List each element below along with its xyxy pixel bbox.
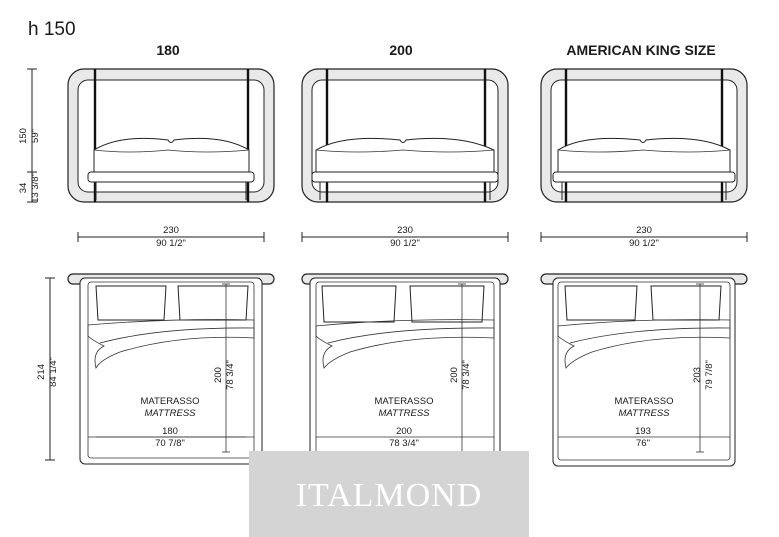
height-seat-in: 13 3/8"	[30, 173, 41, 203]
width-in: 90 1/2"	[390, 238, 420, 249]
front-view	[301, 68, 509, 203]
mattress-label-it: MATERASSO	[375, 396, 434, 407]
front-width-dimension: 230 90 1/2"	[540, 225, 748, 249]
depth-cm: 214	[36, 364, 47, 380]
mattress-length-cm: 203	[692, 367, 703, 383]
plan-view: MATERASSO MATTRESS 200 78 3/4" 200 78 3/…	[301, 273, 509, 467]
drawing-title: h 150	[28, 19, 76, 40]
plan-depth-dimension: 214 84 1/4"	[36, 277, 59, 461]
model-heading: 180	[156, 42, 180, 58]
mattress-width-in: 76"	[636, 438, 650, 449]
model-column-200: 200 230 90 1/2"	[301, 42, 509, 467]
mattress-width-cm: 193	[635, 426, 651, 437]
model-heading: AMERICAN KING SIZE	[566, 42, 715, 58]
mattress-label-it: MATERASSO	[141, 396, 200, 407]
width-cm: 230	[636, 225, 652, 236]
mattress-length-in: 79 7/8"	[704, 360, 715, 390]
watermark-text: ITALMOND	[296, 477, 483, 514]
front-width-dimension: 230 90 1/2"	[301, 225, 509, 249]
mattress-width-in: 70 7/8"	[155, 438, 185, 449]
mattress-width-cm: 180	[162, 426, 178, 437]
model-column-american-king-size: AMERICAN KING SIZE 230 90 1/2"	[540, 42, 748, 467]
mattress-label-it: MATERASSO	[615, 396, 674, 407]
model-heading: 200	[389, 42, 413, 58]
width-cm: 230	[163, 225, 179, 236]
mattress-label-en: MATTRESS	[378, 408, 430, 419]
plan-view: MATERASSO MATTRESS 180 70 7/8" 200 78 3/…	[67, 273, 275, 465]
front-width-dimension: 230 90 1/2"	[77, 225, 265, 249]
depth-in: 84 1/4"	[48, 357, 59, 387]
height-total-cm: 150	[18, 128, 29, 144]
mattress-length-cm: 200	[213, 367, 224, 383]
width-in: 90 1/2"	[156, 238, 186, 249]
mattress-length-in: 78 3/4"	[461, 360, 472, 390]
front-view	[540, 68, 748, 203]
model-column-180: 180 230 90 1/2"	[67, 42, 275, 465]
plan-view: MATERASSO MATTRESS 193 76" 203 79 7/8"	[540, 273, 748, 467]
front-view	[67, 68, 275, 203]
watermark: ITALMOND	[249, 451, 529, 537]
mattress-label-en: MATTRESS	[618, 408, 670, 419]
front-height-dimension: 150 59" 34 13 3/8"	[18, 68, 41, 203]
mattress-length-cm: 200	[449, 367, 460, 383]
width-in: 90 1/2"	[629, 238, 659, 249]
height-total-in: 59"	[30, 129, 41, 143]
height-seat-cm: 34	[18, 183, 29, 194]
mattress-length-in: 78 3/4"	[225, 360, 236, 390]
mattress-label-en: MATTRESS	[144, 408, 196, 419]
mattress-width-in: 78 3/4"	[389, 438, 419, 449]
width-cm: 230	[397, 225, 413, 236]
mattress-width-cm: 200	[396, 426, 412, 437]
